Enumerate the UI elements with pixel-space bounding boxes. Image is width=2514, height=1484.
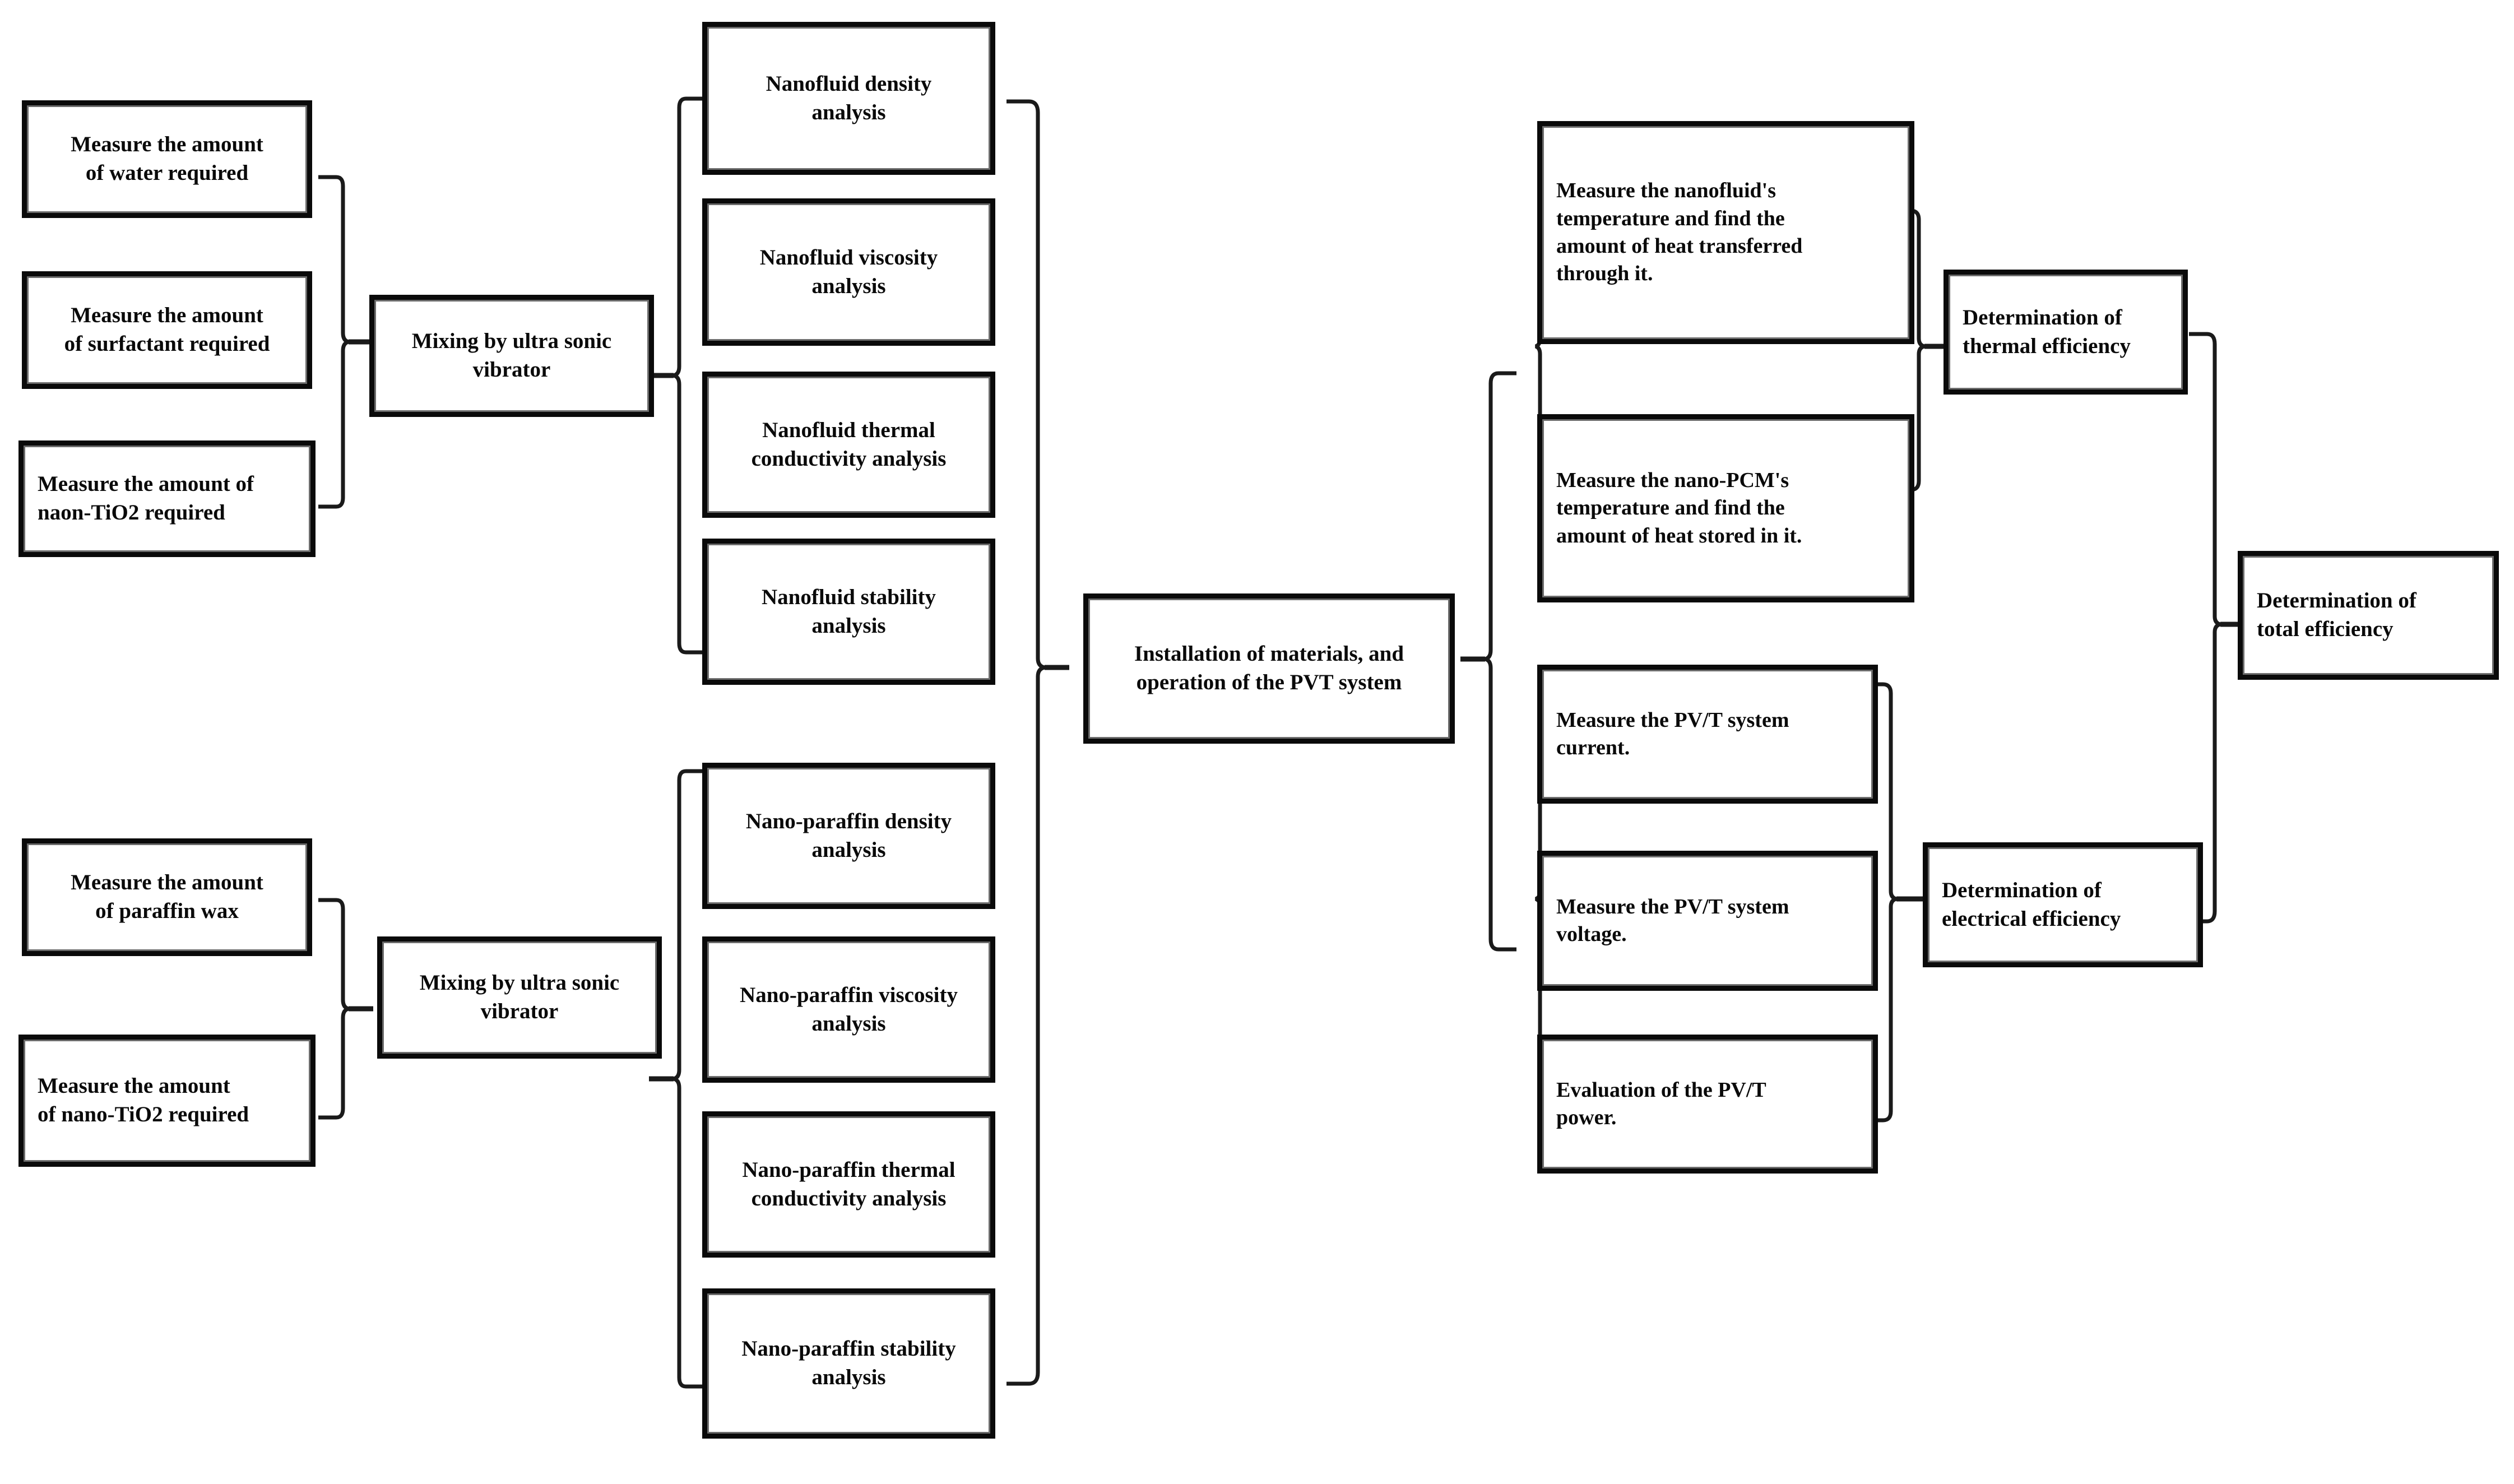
node-measure-paraffin-wax[interactable]: Measure the amount of paraffin wax [27, 843, 307, 951]
node-measure-water[interactable]: Measure the amount of water required [27, 105, 307, 213]
brace-pvt-to-measurements [1451, 370, 1524, 953]
node-label: Mixing by ultra sonic vibrator [419, 971, 620, 1023]
node-label: Measure the PV/T system current. [1556, 708, 1789, 759]
brace-thermal-to-efficiency [1889, 207, 1961, 493]
node-measure-pvt-current[interactable]: Measure the PV/T system current. [1542, 670, 1873, 799]
brace-analysis-to-pvt [1003, 98, 1076, 1387]
node-label: Measure the PV/T system voltage. [1556, 894, 1789, 946]
node-evaluate-pvt-power[interactable]: Evaluation of the PV/T power. [1542, 1040, 1873, 1168]
node-label: Nano-paraffin stability analysis [741, 1337, 956, 1389]
node-label: Measure the nano-PCM's temperature and f… [1556, 468, 1802, 548]
node-nanofluid-thermal-conductivity-analysis[interactable]: Nanofluid thermal conductivity analysis [707, 377, 990, 513]
node-label: Nano-paraffin density analysis [745, 809, 952, 862]
brace-paraffin-inputs [314, 897, 381, 1121]
node-determination-electrical-efficiency[interactable]: Determination of electrical efficiency [1928, 847, 2198, 962]
node-label: Evaluation of the PV/T power. [1556, 1078, 1766, 1129]
brace-paraffin-analysis [639, 768, 712, 1390]
node-measure-nano-tio2-paraffin[interactable]: Measure the amount of nano-TiO2 required [24, 1040, 310, 1162]
node-label: Nano-paraffin viscosity analysis [740, 982, 958, 1036]
node-label: Determination of thermal efficiency [1963, 305, 2131, 358]
node-measure-pvt-voltage[interactable]: Measure the PV/T system voltage. [1542, 856, 1873, 986]
brace-electrical-measurement-group [1508, 681, 1569, 1124]
node-label: Mixing by ultra sonic vibrator [411, 329, 612, 382]
brace-nanofluid-analysis [639, 95, 712, 656]
node-determination-total-efficiency[interactable]: Determination of total efficiency [2243, 556, 2494, 675]
node-nano-paraffin-thermal-conductivity-analysis[interactable]: Nano-paraffin thermal conductivity analy… [707, 1116, 990, 1253]
node-nano-paraffin-stability-analysis[interactable]: Nano-paraffin stability analysis [707, 1293, 990, 1434]
node-label: Measure the amount of water required [71, 132, 263, 185]
node-label: Nanofluid viscosity analysis [759, 245, 938, 298]
node-nanofluid-density-analysis[interactable]: Nanofluid density analysis [707, 27, 990, 170]
node-nanofluid-stability-analysis[interactable]: Nanofluid stability analysis [707, 544, 990, 680]
node-label: Measure the amount of naon-TiO2 required [38, 472, 254, 525]
node-mixing-ultrasonic-paraffin[interactable]: Mixing by ultra sonic vibrator [382, 942, 657, 1054]
node-nanofluid-viscosity-analysis[interactable]: Nanofluid viscosity analysis [707, 203, 990, 341]
node-label: Measure the amount of nano-TiO2 required [38, 1074, 249, 1126]
node-label: Nano-paraffin thermal conductivity analy… [742, 1157, 955, 1211]
node-label: Determination of total efficiency [2257, 588, 2416, 641]
node-nano-paraffin-density-analysis[interactable]: Nano-paraffin density analysis [707, 768, 990, 904]
node-measure-nanofluid-temperature[interactable]: Measure the nanofluid's temperature and … [1542, 126, 1909, 339]
node-nano-paraffin-viscosity-analysis[interactable]: Nano-paraffin viscosity analysis [707, 942, 990, 1078]
node-label: Measure the amount of surfactant require… [64, 303, 270, 356]
node-determination-thermal-efficiency[interactable]: Determination of thermal efficiency [1949, 275, 2183, 389]
node-measure-surfactant[interactable]: Measure the amount of surfactant require… [27, 276, 307, 384]
node-label: Measure the amount of paraffin wax [71, 870, 263, 923]
node-pvt-installation-operation[interactable]: Installation of materials, and operation… [1088, 599, 1450, 739]
brace-electrical-to-efficiency [1861, 681, 1933, 1124]
node-label: Nanofluid density analysis [766, 71, 932, 124]
node-label: Determination of electrical efficiency [1942, 878, 2121, 931]
brace-thermal-measurement-group [1508, 207, 1569, 493]
node-measure-nano-tio2-fluid[interactable]: Measure the amount of naon-TiO2 required [24, 446, 310, 552]
node-measure-nano-pcm-temperature[interactable]: Measure the nano-PCM's temperature and f… [1542, 419, 1909, 597]
brace-nanofluid-inputs [314, 174, 381, 510]
node-label: Measure the nanofluid's temperature and … [1556, 179, 1803, 286]
brace-efficiencies-to-total [2186, 331, 2258, 925]
node-label: Nanofluid stability analysis [762, 585, 936, 638]
node-label: Nanofluid thermal conductivity analysis [751, 418, 947, 471]
node-label: Installation of materials, and operation… [1134, 642, 1404, 694]
node-mixing-ultrasonic-nanofluid[interactable]: Mixing by ultra sonic vibrator [374, 300, 649, 412]
